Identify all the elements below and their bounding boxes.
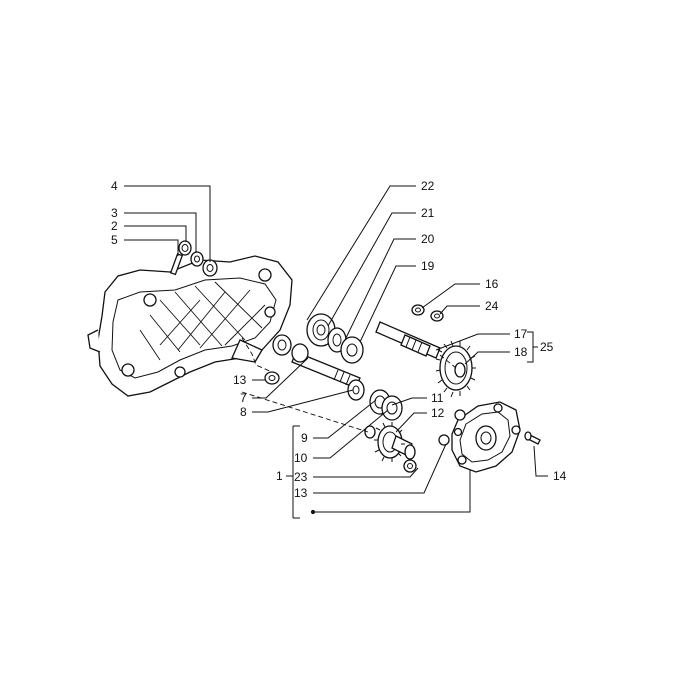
seal-part-2	[178, 240, 192, 256]
bearing-part-10	[381, 395, 403, 421]
washer-part-3	[190, 251, 204, 267]
label-16: 16	[485, 277, 499, 291]
bearing-part-20	[340, 336, 364, 364]
label-7: 7	[240, 391, 247, 405]
part-labels: 4 3 2 5 22 21 20 19 16 24 17 18 25 13 7 …	[111, 179, 567, 500]
label-4: 4	[111, 179, 118, 193]
label-24: 24	[485, 299, 499, 313]
label-25: 25	[540, 340, 554, 354]
leader-lines	[124, 185, 548, 519]
label-18: 18	[514, 345, 528, 359]
crankcase-bearing	[272, 334, 292, 356]
nut-part-13-right	[438, 409, 466, 446]
label-14: 14	[553, 469, 567, 483]
shaft-part-19	[375, 321, 441, 359]
gear-part-18	[435, 340, 476, 398]
gear-part-12	[374, 422, 416, 462]
bolt-part-14	[524, 431, 541, 445]
assembly-line-c	[439, 354, 457, 369]
nut-part-23	[364, 425, 417, 473]
label-5: 5	[111, 233, 118, 247]
label-11: 11	[431, 391, 444, 405]
label-20: 20	[421, 232, 435, 246]
gearbox-cover	[451, 401, 521, 473]
assembly-line-a	[241, 337, 273, 373]
label-19: 19	[421, 259, 435, 273]
label-1: 1	[276, 469, 283, 483]
assembly-line-b	[241, 391, 369, 433]
label-10: 10	[294, 451, 308, 465]
label-3: 3	[111, 206, 118, 220]
nut-part-13-left	[264, 371, 280, 385]
nut-part-16	[411, 304, 425, 316]
label-8: 8	[240, 405, 247, 419]
label-22: 22	[421, 179, 435, 193]
label-12: 12	[431, 406, 445, 420]
label-21: 21	[421, 206, 435, 220]
crankcase-housing	[87, 255, 293, 397]
label-13-left: 13	[233, 373, 247, 387]
label-13-right: 13	[294, 486, 308, 500]
shaft-part-7	[291, 343, 361, 389]
label-2: 2	[111, 219, 118, 233]
pin-part-5	[169, 253, 184, 276]
washer-part-4	[202, 259, 218, 277]
label-17: 17	[514, 327, 528, 341]
label-23: 23	[294, 470, 308, 484]
label-9: 9	[301, 431, 308, 445]
washer-part-8	[347, 379, 365, 401]
